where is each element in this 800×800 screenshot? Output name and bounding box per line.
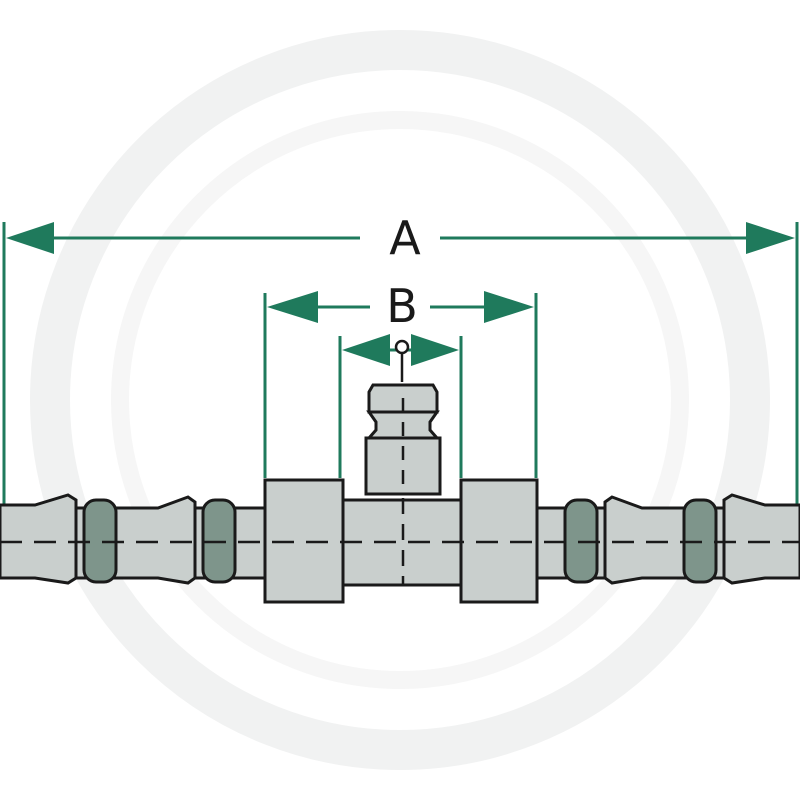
port-arrow-right bbox=[411, 334, 459, 366]
right-hose-barb bbox=[535, 493, 800, 585]
fitting-body bbox=[0, 383, 800, 604]
dimension-b bbox=[263, 291, 538, 478]
port-arrow-left bbox=[342, 334, 390, 366]
watermark-ring-inner bbox=[111, 111, 689, 689]
dimension-b-arrow-left bbox=[267, 291, 318, 323]
dimension-a-arrow-right bbox=[746, 222, 795, 254]
dimension-a-label: A bbox=[389, 211, 421, 265]
left-barb-segment-1 bbox=[0, 493, 78, 585]
dimension-a bbox=[2, 222, 799, 515]
port-marker-icon bbox=[394, 339, 410, 355]
service-valve bbox=[364, 383, 442, 496]
right-barb-segment-3 bbox=[722, 493, 800, 585]
left-hose-barb bbox=[0, 493, 267, 585]
dimension-a-arrow-left bbox=[6, 222, 54, 254]
dimension-b-arrow-right bbox=[484, 291, 534, 323]
watermark-ring bbox=[30, 30, 770, 770]
dimension-b-label: B bbox=[386, 279, 418, 333]
center-tube bbox=[341, 498, 463, 587]
